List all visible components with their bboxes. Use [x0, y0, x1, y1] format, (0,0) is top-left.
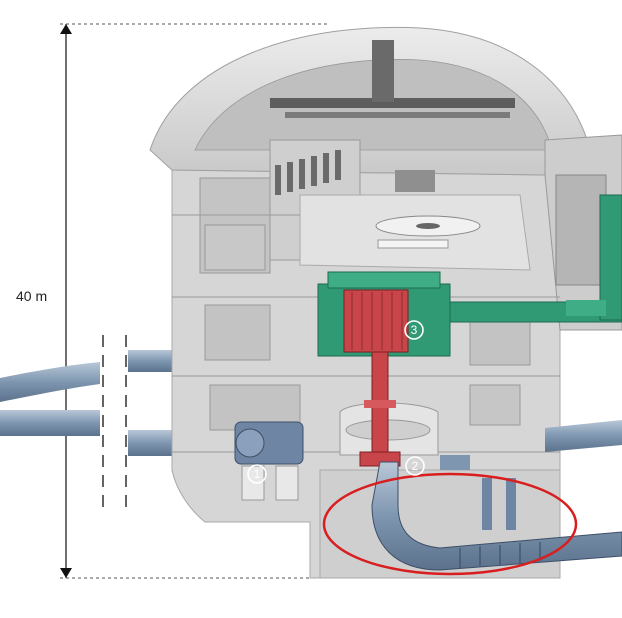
- callout-1-label: 1: [254, 467, 261, 481]
- inlet-valve-machine: [234, 421, 304, 501]
- callout-2: 2: [405, 456, 425, 476]
- height-label: 40 m: [16, 288, 48, 304]
- callout-1: 1: [247, 464, 267, 484]
- turbine-shaft: [343, 289, 409, 467]
- highlight-ellipse: [322, 472, 578, 576]
- height-dimension: [60, 23, 330, 579]
- right-pipes: [440, 420, 622, 470]
- callout-3: 3: [404, 320, 424, 340]
- powerhouse-structure: [149, 26, 622, 579]
- callout-3-label: 3: [411, 323, 418, 337]
- callout-2-label: 2: [412, 459, 419, 473]
